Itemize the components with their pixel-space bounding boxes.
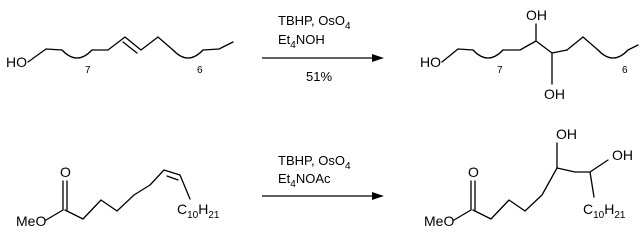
alkyl-substituent-label: C10H21 (177, 201, 220, 221)
cis-alkene-double-bond (166, 175, 179, 181)
trans-alkene-double-bond (122, 41, 138, 54)
reactant-1-bond-chain-d (202, 41, 234, 51)
repeat-bracket-2 (172, 49, 204, 59)
product-1-bond-chain-c (566, 36, 599, 51)
arrow-head-icon (372, 54, 384, 62)
reagent-line-1: TBHP, OsO4 (278, 153, 351, 172)
reactant-1-bond-chain-a (27, 48, 63, 63)
product-2-methoxy-label: MeO (424, 213, 454, 229)
reagent-line-2: Et4NOAc (278, 171, 331, 190)
hydroxyl-bottom-label: OH (544, 86, 565, 102)
hydroxyl-label-1: OH (556, 126, 577, 142)
yield-label: 51% (306, 69, 332, 84)
product-2-carbon-chain (472, 167, 595, 220)
product-1-bond-chain-d (627, 44, 639, 51)
hydroxyl-top-label: OH (526, 7, 547, 23)
reactant-2-carbon-chain (64, 169, 191, 220)
reaction-1-conditions: TBHP, OsO4 Et4NOH 51% (262, 13, 384, 84)
reagent-line-1: TBHP, OsO4 (278, 13, 351, 32)
product-1-repeat-count-2: 6 (622, 65, 628, 76)
carbonyl-double-bond (62, 180, 68, 211)
oh-bond-2 (589, 159, 609, 173)
carbonyl-o-label: O (60, 164, 71, 180)
product-1-bond-chain-b (502, 40, 568, 54)
methoxy-label: MeO (16, 213, 46, 229)
product-2-carbonyl-double-bond (470, 180, 476, 211)
reaction-2-reactant: MeO O C10H21 (16, 164, 220, 229)
product-2-alkyl-substituent-label: C10H21 (583, 201, 626, 221)
hydroxyl-label: HO (6, 54, 27, 70)
reaction-2-product: MeO O OH OH C10H21 (424, 126, 633, 229)
reactant-1-bond-chain-c (140, 36, 174, 51)
repeat-count-1: 7 (85, 65, 91, 76)
reaction-2-conditions: TBHP, OsO4 Et4NOAc (262, 153, 384, 200)
product-2-ester-o-bond (453, 209, 472, 221)
product-2-carbonyl-o-label: O (468, 164, 479, 180)
product-1-repeat-bracket-2 (597, 49, 629, 59)
ester-o-bond (45, 209, 64, 221)
reaction-1-reactant: HO 7 6 (6, 36, 234, 76)
product-1-hydroxyl-label: HO (420, 54, 441, 70)
reactant-1-bond-chain-b (91, 36, 142, 51)
product-1-repeat-count-1: 7 (497, 65, 503, 76)
reaction-1-product: HO 7 OH OH 6 (420, 7, 639, 102)
repeat-bracket-1 (61, 49, 93, 59)
repeat-count-2: 6 (197, 65, 203, 76)
product-1-bond-chain-a (441, 48, 474, 63)
reagent-line-2: Et4NOH (278, 32, 325, 51)
hydroxyl-label-2: OH (612, 147, 633, 163)
arrow-head-icon (372, 192, 384, 200)
product-1-repeat-bracket-1 (472, 49, 504, 59)
